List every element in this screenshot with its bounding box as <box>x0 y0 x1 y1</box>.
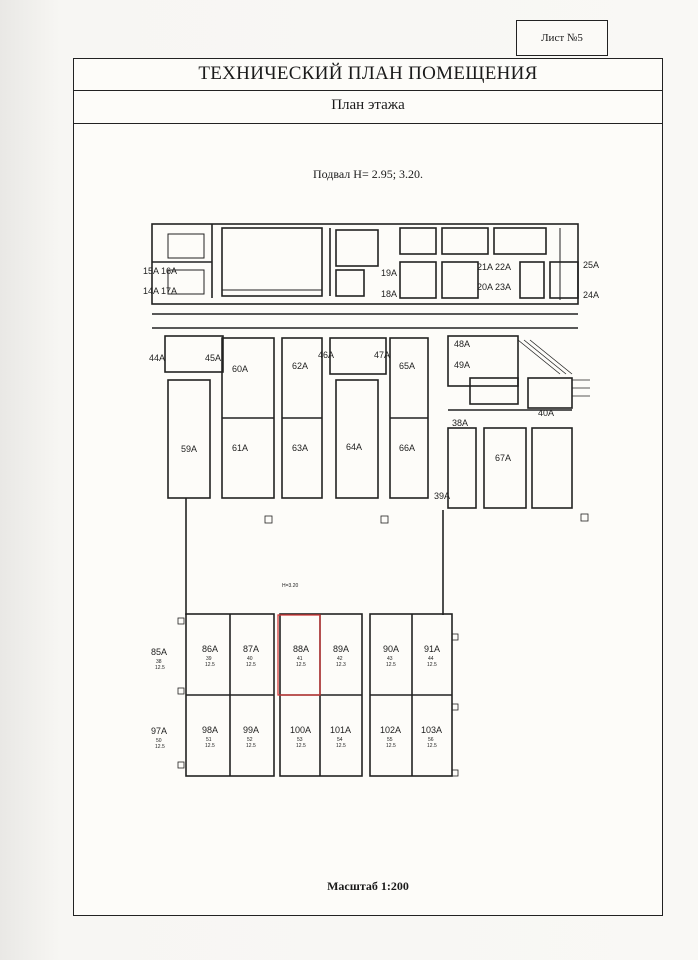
room-area-103a: 12.5 <box>427 743 437 749</box>
room-number-102a: 55 <box>387 737 393 743</box>
room-label-99a: 99A <box>243 725 259 735</box>
room-label-63a: 63A <box>292 443 308 453</box>
room-area-91a: 12.5 <box>427 662 437 668</box>
room-area-97a: 12.5 <box>155 744 165 750</box>
room-number-99a: 52 <box>247 737 253 743</box>
room-label-15a-16a: 15A 16A <box>143 266 177 276</box>
room-label-85a: 85A <box>151 647 167 657</box>
room-label-102a: 102A <box>380 725 401 735</box>
scale-caption: Масштаб 1:200 <box>327 879 409 893</box>
room-label-40a: 40A <box>538 408 554 418</box>
room-label-97a: 97A <box>151 726 167 736</box>
room-label-44a: 44A <box>149 353 165 363</box>
middle-block-walls <box>164 335 573 509</box>
room-label-65a: 65A <box>399 361 415 371</box>
room-label-60a: 60A <box>232 364 248 374</box>
document-frame: ТЕХНИЧЕСКИЙ ПЛАН ПОМЕЩЕНИЯ План этажа По… <box>73 58 663 916</box>
room-label-64a: 64A <box>346 442 362 452</box>
room-label-47a: 47A <box>374 350 390 360</box>
room-area-98a: 12.5 <box>205 743 215 749</box>
room-number-87a: 40 <box>247 656 253 662</box>
room-label-86a: 86A <box>202 644 218 654</box>
room-number-97a: 50 <box>156 738 162 744</box>
room-area-88a: 12.5 <box>296 662 306 668</box>
document-title: ТЕХНИЧЕСКИЙ ПЛАН ПОМЕЩЕНИЯ <box>198 63 538 84</box>
top-room-labels: 15A 16A 14A 17A 19A 18A 21A 22A 20A 23A … <box>143 260 599 300</box>
floor-caption: Подвал H= 2.95; 3.20. <box>312 167 424 181</box>
room-label-49a: 49A <box>454 360 470 370</box>
room-label-46a: 46A <box>318 350 334 360</box>
room-number-89a: 42 <box>337 656 343 662</box>
room-label-91a: 91A <box>424 644 440 654</box>
room-label-48a: 48A <box>454 339 470 349</box>
room-number-85a: 38 <box>156 659 162 665</box>
hall-walls <box>185 498 444 615</box>
room-number-103a: 56 <box>428 737 434 743</box>
room-number-98a: 51 <box>206 737 212 743</box>
stair-lines <box>517 339 590 397</box>
room-label-88a: 88A <box>293 644 309 654</box>
room-area-99a: 12.5 <box>246 743 256 749</box>
bottom-room-labels-row2: 97A 98A 99A 100A 101A 102A 103A 50 51 52… <box>151 725 442 750</box>
room-number-100a: 53 <box>297 737 303 743</box>
room-area-100a: 12.5 <box>296 743 306 749</box>
room-area-85a: 12.5 <box>155 665 165 671</box>
room-label-98a: 98A <box>202 725 218 735</box>
room-label-20a-23a: 20A 23A <box>477 282 511 292</box>
room-label-67a: 67A <box>495 453 511 463</box>
room-label-59a: 59A <box>181 444 197 454</box>
subtitle-divider <box>74 123 662 124</box>
room-label-38a: 38A <box>452 418 468 428</box>
room-area-86a: 12.5 <box>205 662 215 668</box>
room-label-100a: 100A <box>290 725 311 735</box>
room-label-39a: 39A <box>434 491 450 501</box>
room-number-101a: 54 <box>337 737 343 743</box>
room-number-86a: 39 <box>206 656 212 662</box>
room-label-45a: 45A <box>205 353 221 363</box>
room-label-25a: 25A <box>583 260 599 270</box>
room-area-87a: 12.5 <box>246 662 256 668</box>
room-number-91a: 44 <box>428 656 434 662</box>
room-label-19a: 19A <box>381 268 397 278</box>
room-label-66a: 66A <box>399 443 415 453</box>
room-label-24a: 24A <box>583 290 599 300</box>
hall-height-label: H=3.20 <box>282 583 298 589</box>
room-label-90a: 90A <box>383 644 399 654</box>
room-label-62a: 62A <box>292 361 308 371</box>
room-label-61a: 61A <box>232 443 248 453</box>
room-label-21a-22a: 21A 22A <box>477 262 511 272</box>
top-block-walls <box>151 223 579 329</box>
room-area-102a: 12.5 <box>386 743 396 749</box>
room-number-90a: 43 <box>387 656 393 662</box>
bottom-room-labels-row1: 85A 86A 87A 88A 89A 90A 91A 38 39 40 41 … <box>151 644 440 671</box>
room-area-89a: 12.3 <box>336 662 346 668</box>
room-label-101a: 101A <box>330 725 351 735</box>
room-number-88a: 41 <box>297 656 303 662</box>
room-area-90a: 12.5 <box>386 662 396 668</box>
top-block-details <box>167 228 561 300</box>
room-area-101a: 12.5 <box>336 743 346 749</box>
middle-room-labels: 44A 45A 46A 47A 48A 49A 40A 38A 39A 59A … <box>149 339 554 501</box>
title-divider <box>74 90 662 91</box>
room-label-87a: 87A <box>243 644 259 654</box>
room-label-103a: 103A <box>421 725 442 735</box>
room-label-14a-17a: 14A 17A <box>143 286 177 296</box>
room-label-18a: 18A <box>381 289 397 299</box>
highlighted-room-88a <box>277 614 321 696</box>
document-subtitle: План этажа <box>331 97 405 113</box>
room-label-89a: 89A <box>333 644 349 654</box>
sheet-number-box: Лист №5 <box>516 20 608 56</box>
column-markers <box>177 513 589 777</box>
sheet-number: Лист №5 <box>541 32 583 44</box>
